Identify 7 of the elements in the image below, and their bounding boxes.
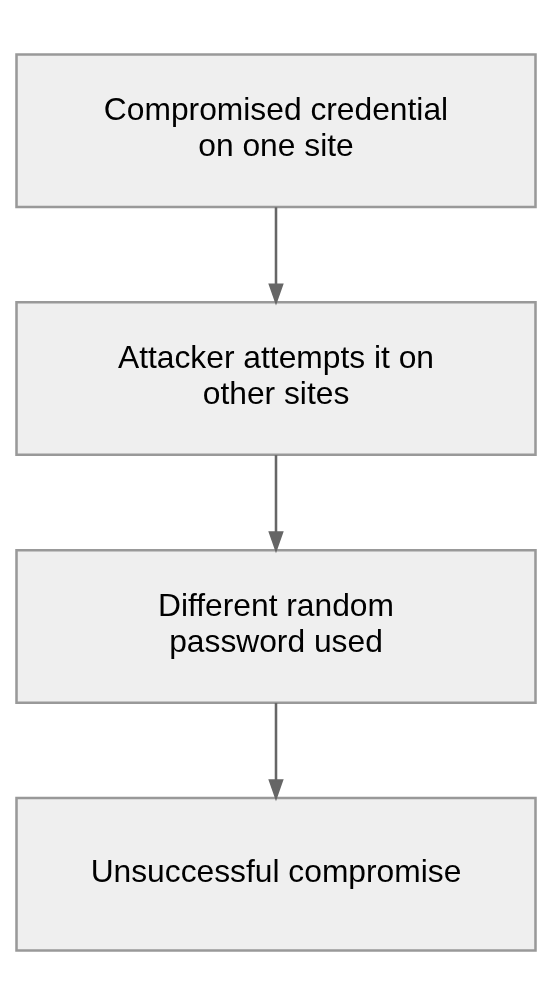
node-box: Attacker attempts it on other sites — [15, 300, 537, 456]
arrow — [268, 206, 284, 305]
node-box: Different random password used — [15, 548, 537, 704]
node-box: Compromised credential on one site — [15, 52, 537, 208]
arrow — [268, 454, 284, 553]
node-box: Unsuccessful compromise — [15, 796, 537, 952]
arrow — [268, 702, 284, 801]
